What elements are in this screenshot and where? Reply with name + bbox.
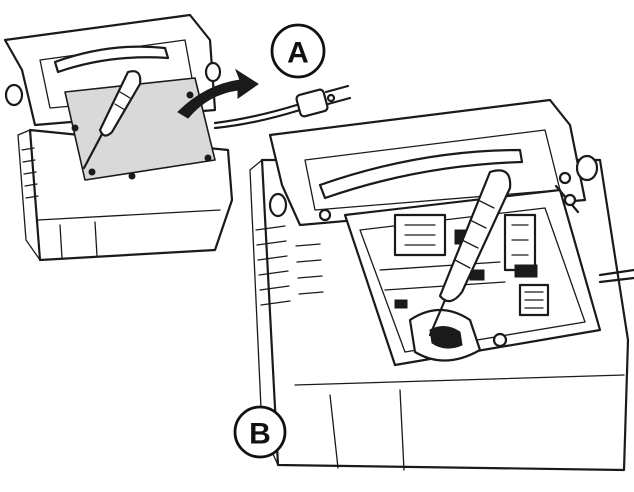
curved-arrow-icon	[177, 68, 259, 119]
device-a	[3, 13, 352, 262]
device-b-cord	[598, 268, 634, 277]
device-b-base-seam	[294, 374, 625, 386]
screwdriver-icon	[428, 169, 512, 337]
device-a-hinge-right	[204, 61, 222, 83]
device-b-hinge-right	[575, 154, 599, 182]
device-b-hinge-left	[268, 192, 288, 218]
device-b	[249, 98, 634, 472]
device-b-internals	[379, 213, 550, 362]
label-a-text: A	[287, 37, 309, 70]
device-a-side-ribs	[17, 129, 41, 261]
device-a-cover-panel	[64, 77, 216, 181]
label-a: A	[270, 23, 326, 79]
label-b: B	[233, 405, 287, 459]
device-a-handle-grip	[53, 45, 170, 74]
device-a-base-seam	[37, 209, 221, 221]
screwdriver-icon	[82, 70, 142, 170]
power-plug-icon	[213, 84, 352, 130]
device-b-handle-grip	[318, 148, 524, 200]
device-a-hinge-left	[4, 83, 24, 107]
label-b-text: B	[249, 418, 271, 451]
